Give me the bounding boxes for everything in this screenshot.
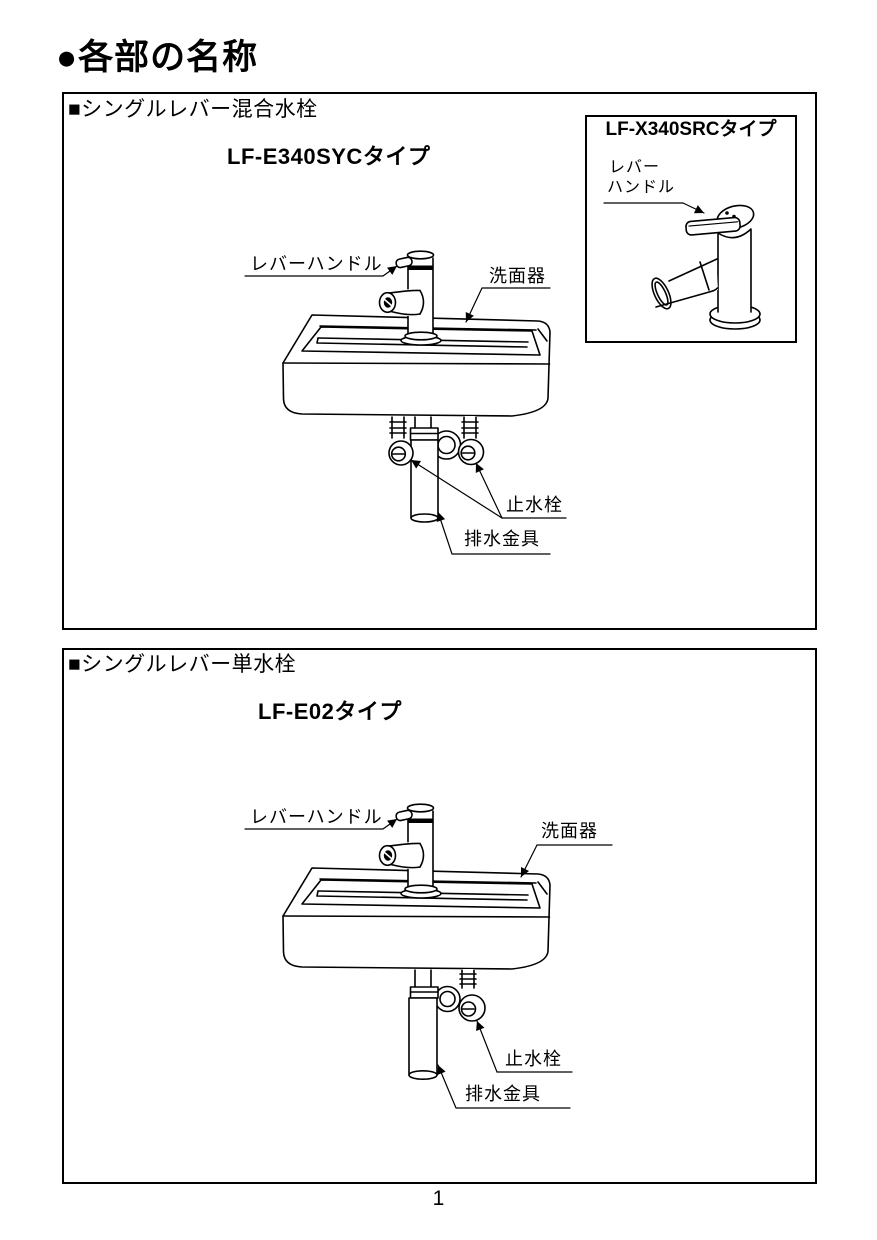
label-lever-handle: レバーハンドル (250, 254, 383, 274)
label-stop-valve: 止水栓 (505, 1049, 562, 1069)
page-title: ●各部の名称 (56, 38, 259, 77)
inset-model-box (585, 115, 797, 343)
inset-label-lever-line1: レバー (609, 159, 661, 176)
label-lever-handle: レバーハンドル (250, 807, 383, 827)
label-stop-valve: 止水栓 (506, 495, 563, 515)
section-mixing-header: ■シングルレバー混合水栓 (68, 98, 318, 121)
label-basin: 洗面器 (489, 266, 546, 286)
label-basin: 洗面器 (541, 821, 598, 841)
inset-model-label: LF-X340SRCタイプ (605, 119, 777, 140)
section-mixing-faucet-box (62, 92, 817, 630)
page-number: 1 (432, 1187, 445, 1210)
model-label-lf-e340syc: LF-E340SYCタイプ (227, 144, 431, 169)
model-label-lf-e02: LF-E02タイプ (258, 699, 402, 724)
section-single-faucet-box (62, 648, 817, 1184)
label-drain-fitting: 排水金具 (465, 1084, 541, 1104)
section-single-header: ■シングルレバー単水栓 (68, 653, 297, 676)
inset-label-lever-line2: ハンドル (607, 179, 676, 196)
label-drain-fitting: 排水金具 (464, 529, 540, 549)
